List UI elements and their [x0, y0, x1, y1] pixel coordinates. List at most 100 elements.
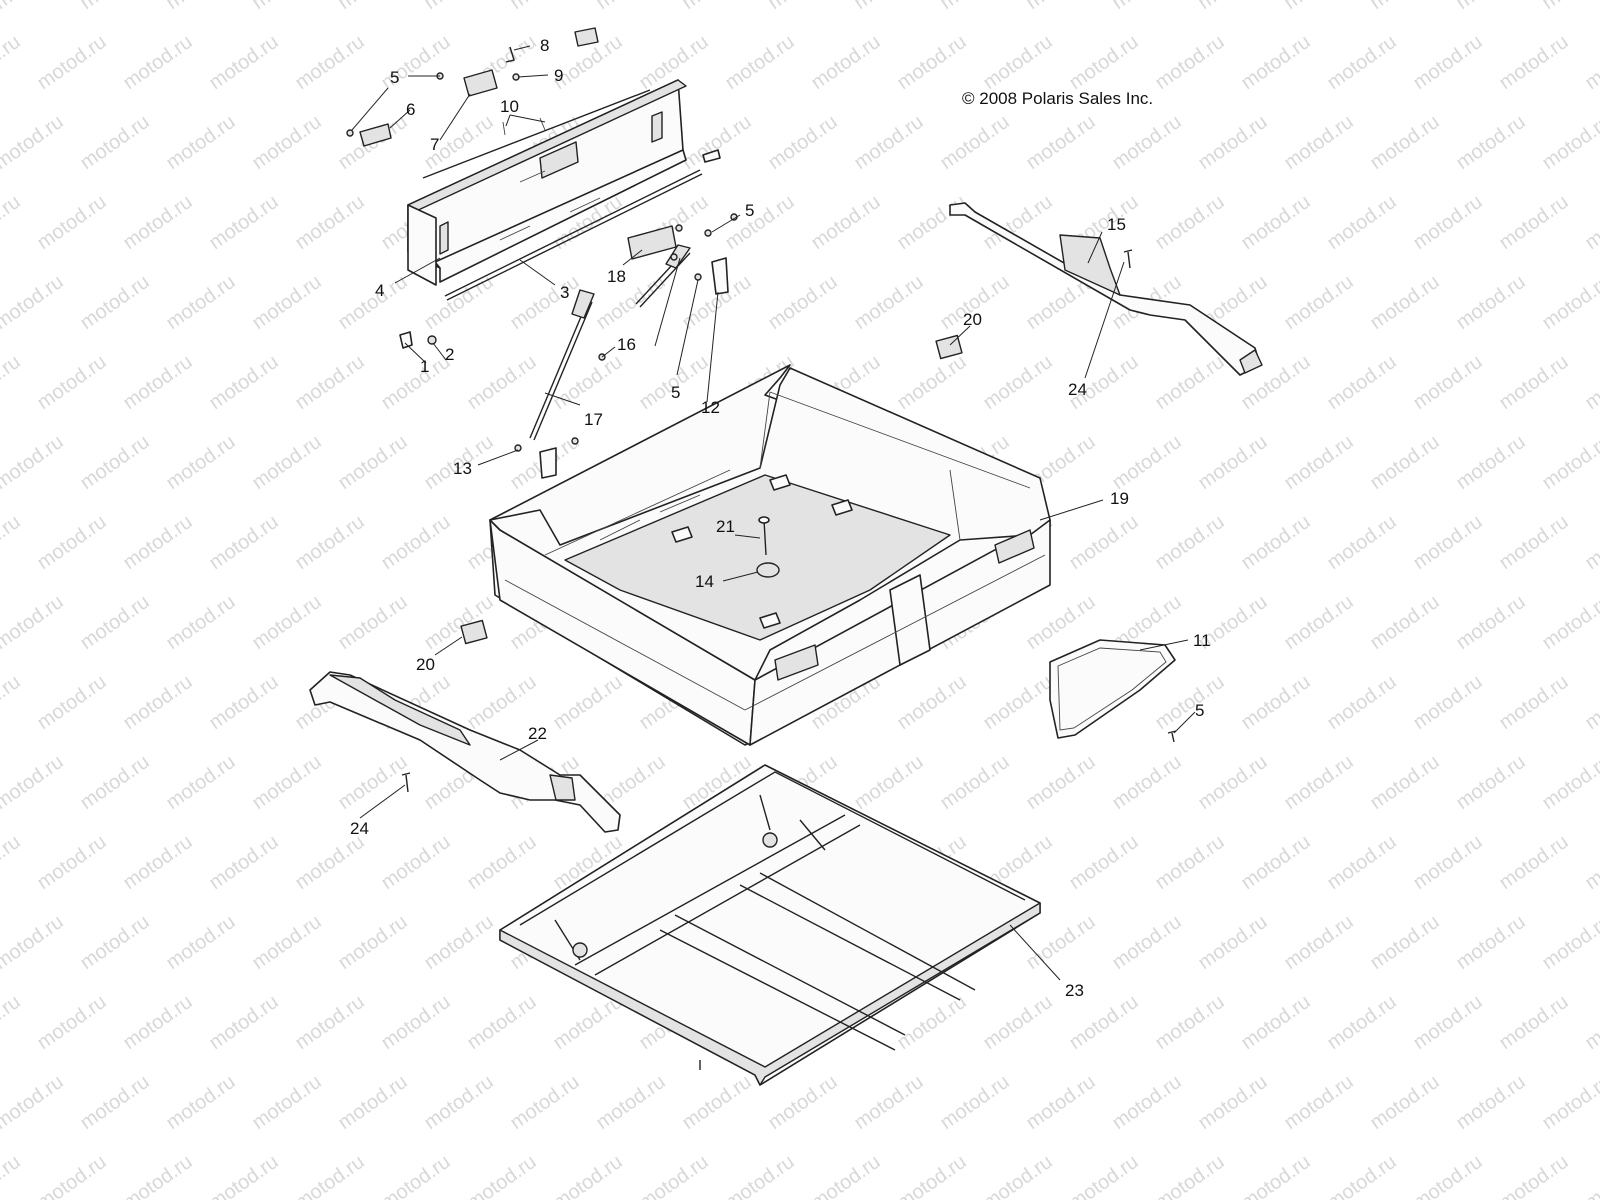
- watermark-text: motod.ru: [76, 1071, 153, 1134]
- callout-13: 13: [453, 459, 472, 478]
- watermark-text: motod.ru: [291, 351, 368, 414]
- watermark-text: motod.ru: [1538, 111, 1600, 174]
- watermark-text: motod.ru: [549, 351, 626, 414]
- watermark-text: motod.ru: [248, 111, 325, 174]
- watermark-text: motod.ru: [893, 31, 970, 94]
- watermark-text: motod.ru: [1409, 1151, 1486, 1200]
- callout-7: 7: [430, 135, 439, 154]
- watermark-text: motod.ru: [1194, 111, 1271, 174]
- watermark-text: motod.ru: [1323, 31, 1400, 94]
- watermark-text: motod.ru: [205, 1151, 282, 1200]
- watermark-text: motod.ru: [850, 0, 927, 14]
- callout-21: 21: [716, 517, 735, 536]
- watermark-text: motod.ru: [1452, 0, 1529, 14]
- watermark-text: motod.ru: [764, 271, 841, 334]
- watermark-text: motod.ru: [377, 31, 454, 94]
- watermark-text: motod.ru: [33, 351, 110, 414]
- watermark-text: motod.ru: [1581, 511, 1600, 574]
- watermark-text: motod.ru: [1280, 1071, 1357, 1134]
- watermark-text: motod.ru: [1065, 831, 1142, 894]
- watermark-text: motod.ru: [1409, 991, 1486, 1054]
- watermark-text: motod.ru: [1452, 911, 1529, 974]
- callout-14: 14: [695, 572, 714, 591]
- watermark-text: motod.ru: [1409, 671, 1486, 734]
- watermark-text: motod.ru: [635, 1151, 712, 1200]
- watermark-text: motod.ru: [205, 831, 282, 894]
- watermark-text: motod.ru: [248, 1071, 325, 1134]
- watermark-text: motod.ru: [33, 511, 110, 574]
- callout-20-lower: 20: [416, 655, 435, 674]
- leader-lines: [351, 45, 1196, 981]
- callout-20-upper: 20: [963, 310, 982, 329]
- watermark-text: motod.ru: [1323, 991, 1400, 1054]
- watermark-text: motod.ru: [1495, 511, 1572, 574]
- watermark-text: motod.ru: [162, 751, 239, 814]
- side-rail-right: [949, 202, 1263, 376]
- watermark-text: motod.ru: [1280, 751, 1357, 814]
- watermark-text: motod.ru: [1452, 751, 1529, 814]
- watermark-text: motod.ru: [1237, 671, 1314, 734]
- frame-23: [499, 764, 1041, 1086]
- watermark-text: motod.ru: [893, 991, 970, 1054]
- callout-5-tailgate: 5: [745, 201, 754, 220]
- watermark-text: motod.ru: [334, 751, 411, 814]
- callout-5-right: 5: [1195, 701, 1204, 720]
- watermark-text: motod.ru: [76, 111, 153, 174]
- watermark-text: motod.ru: [1409, 831, 1486, 894]
- watermark-text: motod.ru: [0, 1151, 25, 1200]
- watermark-text: motod.ru: [721, 191, 798, 254]
- watermark-text: motod.ru: [1409, 191, 1486, 254]
- watermark-text: motod.ru: [678, 1071, 755, 1134]
- watermark-text: motod.ru: [1151, 831, 1228, 894]
- watermark-text: motod.ru: [119, 31, 196, 94]
- watermark-text: motod.ru: [1065, 511, 1142, 574]
- watermark-text: motod.ru: [1409, 511, 1486, 574]
- callout-1: 1: [420, 357, 429, 376]
- watermark-text: motod.ru: [162, 1071, 239, 1134]
- watermark-text: motod.ru: [1280, 0, 1357, 14]
- watermark-text: motod.ru: [1409, 351, 1486, 414]
- watermark-text: motod.ru: [1108, 0, 1185, 14]
- watermark-text: motod.ru: [119, 1151, 196, 1200]
- watermark-text: motod.ru: [76, 431, 153, 494]
- watermark-text: motod.ru: [334, 911, 411, 974]
- watermark-text: motod.ru: [1194, 0, 1271, 14]
- watermark-text: motod.ru: [33, 191, 110, 254]
- watermark-text: motod.ru: [1323, 351, 1400, 414]
- fastener-24-upper: [1123, 249, 1133, 269]
- callout-16: 16: [617, 335, 636, 354]
- watermark-text: motod.ru: [76, 0, 153, 14]
- watermark-text: motod.ru: [119, 191, 196, 254]
- watermark-text: motod.ru: [1065, 31, 1142, 94]
- watermark-text: motod.ru: [1366, 751, 1443, 814]
- watermark-text: motod.ru: [1151, 351, 1228, 414]
- watermark-text: motod.ru: [33, 831, 110, 894]
- watermark-text: motod.ru: [377, 831, 454, 894]
- watermark-text: motod.ru: [549, 671, 626, 734]
- watermark-text: motod.ru: [1581, 31, 1600, 94]
- watermark-text: motod.ru: [1151, 191, 1228, 254]
- watermark-text: motod.ru: [1452, 271, 1529, 334]
- watermark-text: motod.ru: [248, 911, 325, 974]
- watermark-text: motod.ru: [592, 0, 669, 14]
- watermark-text: motod.ru: [979, 31, 1056, 94]
- watermark-text: motod.ru: [807, 31, 884, 94]
- watermark-text: motod.ru: [463, 351, 540, 414]
- watermark-text: motod.ru: [1323, 671, 1400, 734]
- watermark-text: motod.ru: [893, 1151, 970, 1200]
- watermark-text: motod.ru: [850, 1071, 927, 1134]
- watermark-text: motod.ru: [1581, 351, 1600, 414]
- watermark-text: motod.ru: [1366, 271, 1443, 334]
- watermark-text: motod.ru: [506, 0, 583, 14]
- watermark-text: motod.ru: [1366, 1071, 1443, 1134]
- watermark-text: motod.ru: [162, 111, 239, 174]
- watermark-text: motod.ru: [807, 1151, 884, 1200]
- watermark-text: motod.ru: [291, 191, 368, 254]
- watermark-text: motod.ru: [1323, 511, 1400, 574]
- watermark-text: motod.ru: [893, 191, 970, 254]
- watermark-text: motod.ru: [1194, 1071, 1271, 1134]
- watermark-text: motod.ru: [979, 351, 1056, 414]
- watermark-text: motod.ru: [1065, 1151, 1142, 1200]
- watermark-text: motod.ru: [1538, 1071, 1600, 1134]
- watermark-text: motod.ru: [1452, 591, 1529, 654]
